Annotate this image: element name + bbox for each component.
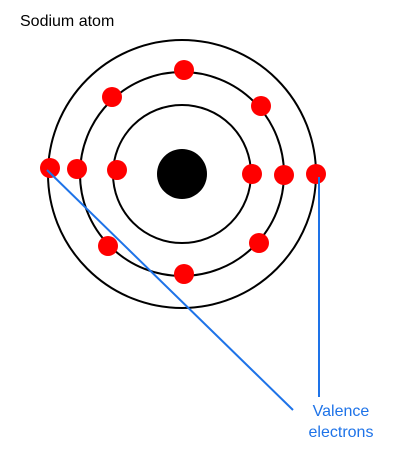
diagram-title: Sodium atom (20, 13, 115, 30)
electron-shell1-right (242, 164, 262, 184)
valence-electron-left (40, 158, 60, 178)
electron-shell2-top-left (102, 87, 122, 107)
electron-shell2-bottom-right (249, 233, 269, 253)
electron-shell2-top-right (251, 96, 271, 116)
valence-electrons-label: Valence electrons (298, 401, 384, 443)
electron-shell2-bottom (174, 264, 194, 284)
electron-shell2-top (174, 60, 194, 80)
valence-label-line1: Valence (312, 403, 370, 420)
electron-shell2-bottom-left (98, 236, 118, 256)
nucleus (157, 149, 207, 199)
electron-shell2-right (274, 165, 294, 185)
electron-shell1-left (107, 160, 127, 180)
valence-label-line2: electrons (308, 424, 374, 441)
valence-electron-right (306, 164, 326, 184)
pointer-line-left (46, 169, 294, 411)
electron-shell2-left (67, 159, 87, 179)
